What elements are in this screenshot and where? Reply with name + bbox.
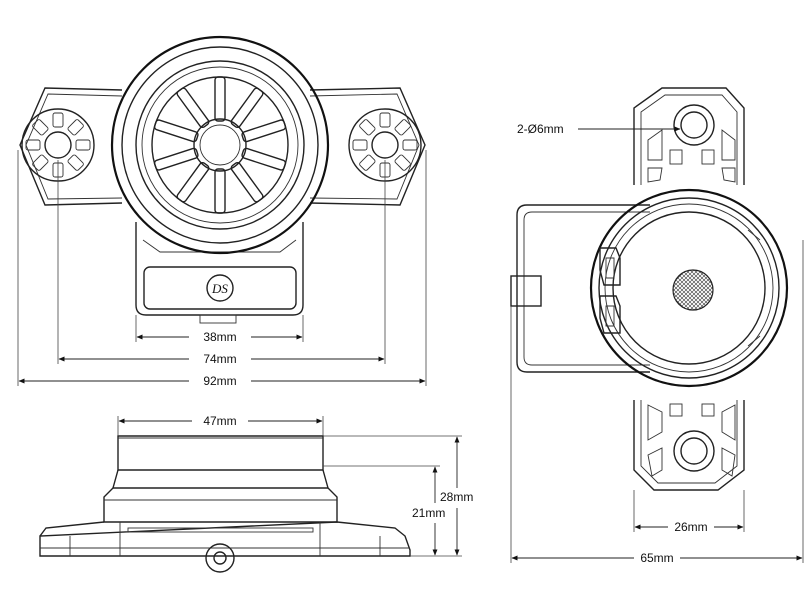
side-body xyxy=(112,469,329,489)
top-dimensions: 2-Ø6mm 26mm 65mm xyxy=(510,122,804,565)
mount-slot xyxy=(32,119,49,136)
top-speaker-mesh xyxy=(672,269,714,311)
terminal-lower xyxy=(599,295,621,334)
grille-spoke xyxy=(241,147,287,171)
mount-slot xyxy=(359,119,376,136)
top-outer-housing xyxy=(589,188,789,388)
mount-slot xyxy=(379,112,391,128)
ds-logo-text: DS xyxy=(211,281,228,296)
side-base-plate xyxy=(39,521,411,557)
side-view xyxy=(39,435,411,573)
hole-callout: 2-Ø6mm xyxy=(517,122,564,136)
mount-slot xyxy=(352,139,368,151)
cable-loop xyxy=(516,204,650,373)
grille-spoke xyxy=(241,119,287,143)
mount-slot xyxy=(402,139,418,151)
grille-spoke xyxy=(176,161,210,203)
grille-spoke xyxy=(230,87,264,129)
mount-slot xyxy=(394,154,411,171)
dim-74mm: 74mm xyxy=(203,352,236,366)
front-view: DS xyxy=(19,35,426,324)
side-dimensions: 47mm 28mm 21mm xyxy=(117,414,473,557)
ds-logo: DS xyxy=(206,274,234,302)
dim-47mm: 47mm xyxy=(203,414,236,428)
top-bracket xyxy=(633,87,745,491)
front-grille-spokes xyxy=(153,76,287,214)
grille-spoke xyxy=(153,147,199,171)
dim-65mm: 65mm xyxy=(640,551,673,565)
grille-spoke xyxy=(176,87,210,129)
cable-connector xyxy=(510,275,542,307)
grille-spoke xyxy=(214,168,226,214)
dim-26mm: 26mm xyxy=(674,520,707,534)
mount-slot xyxy=(25,139,41,151)
terminal-upper xyxy=(599,247,621,286)
side-cap xyxy=(117,435,324,471)
top-upper-mount-hole xyxy=(673,104,715,146)
top-lower-mount-hole xyxy=(673,430,715,472)
dim-38mm: 38mm xyxy=(203,330,236,344)
dim-21mm: 21mm xyxy=(412,506,445,520)
mount-slot xyxy=(52,112,64,128)
mount-slot xyxy=(359,154,376,171)
mount-slot xyxy=(394,119,411,136)
front-outer-housing xyxy=(110,35,330,255)
grille-spoke xyxy=(214,76,226,122)
mount-slot xyxy=(32,154,49,171)
grille-spoke xyxy=(230,161,264,203)
grille-spoke xyxy=(153,119,199,143)
front-right-wing xyxy=(309,87,426,206)
mount-slot xyxy=(67,154,84,171)
dim-92mm: 92mm xyxy=(203,374,236,388)
front-dimensions: 38mm 74mm 92mm xyxy=(17,150,427,388)
front-label-panel xyxy=(143,266,297,310)
mount-slot xyxy=(75,139,91,151)
top-view xyxy=(510,87,789,491)
dim-28mm: 28mm xyxy=(440,490,473,504)
front-grille-ring xyxy=(151,76,289,214)
mount-slot xyxy=(67,119,84,136)
side-connector-nub xyxy=(205,543,235,573)
front-left-wing xyxy=(19,87,123,206)
